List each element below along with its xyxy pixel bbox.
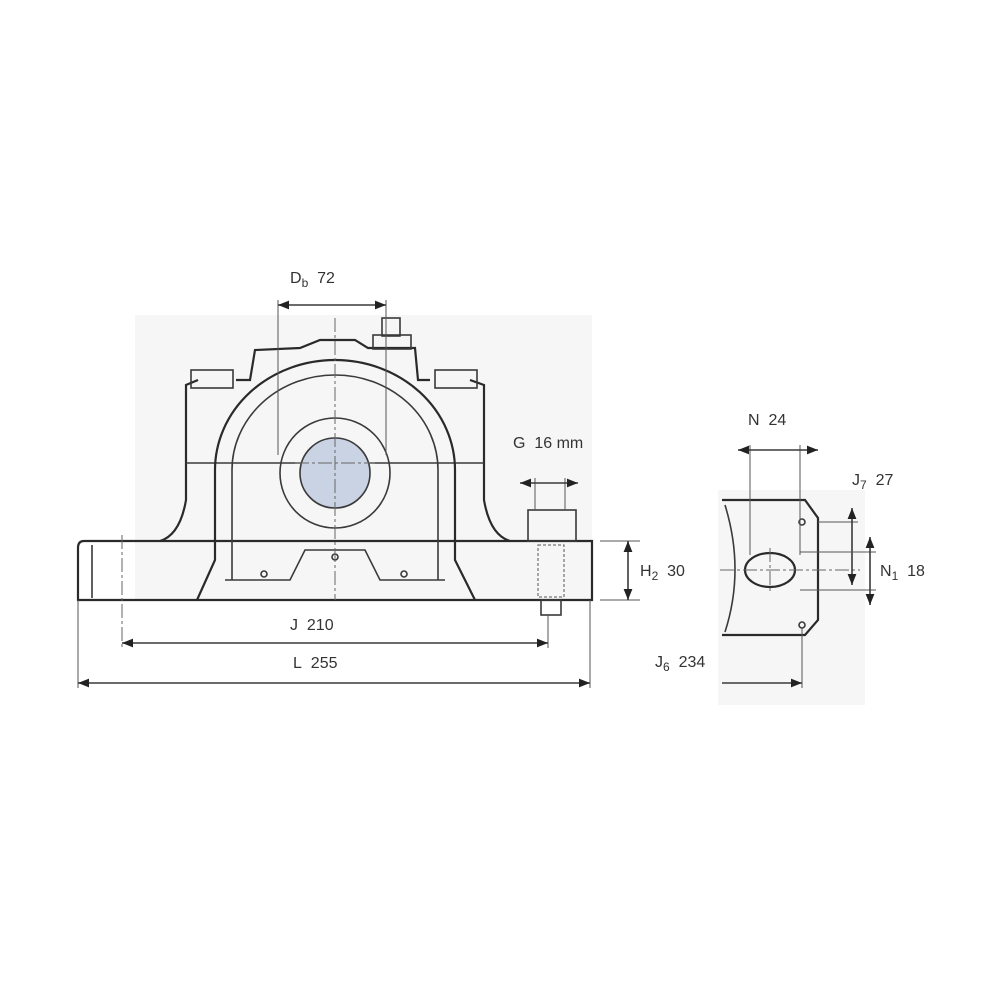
- db-label: Db 72: [290, 270, 335, 290]
- n1-label: N1 18: [880, 563, 925, 583]
- side-housing-outline: [722, 498, 820, 637]
- j6-label: J6 234: [655, 654, 706, 674]
- side-view: [720, 445, 876, 688]
- grease-nipple: [372, 334, 412, 350]
- front-view: [76, 300, 640, 688]
- j-label: J 210: [290, 617, 334, 634]
- cap-bolt-right: [434, 369, 478, 389]
- cap-bolt-left: [190, 369, 234, 389]
- n-label: N 24: [748, 412, 787, 429]
- housing-base: [76, 539, 594, 602]
- foot-bolt: [527, 509, 577, 542]
- housing-body: [159, 338, 511, 543]
- g-label: G 16 mm: [513, 435, 584, 452]
- side-view-background: [718, 490, 865, 705]
- l-label: L 255: [293, 655, 338, 672]
- h2-label: H2 30: [640, 563, 685, 583]
- j7-label: J7 27: [852, 472, 894, 492]
